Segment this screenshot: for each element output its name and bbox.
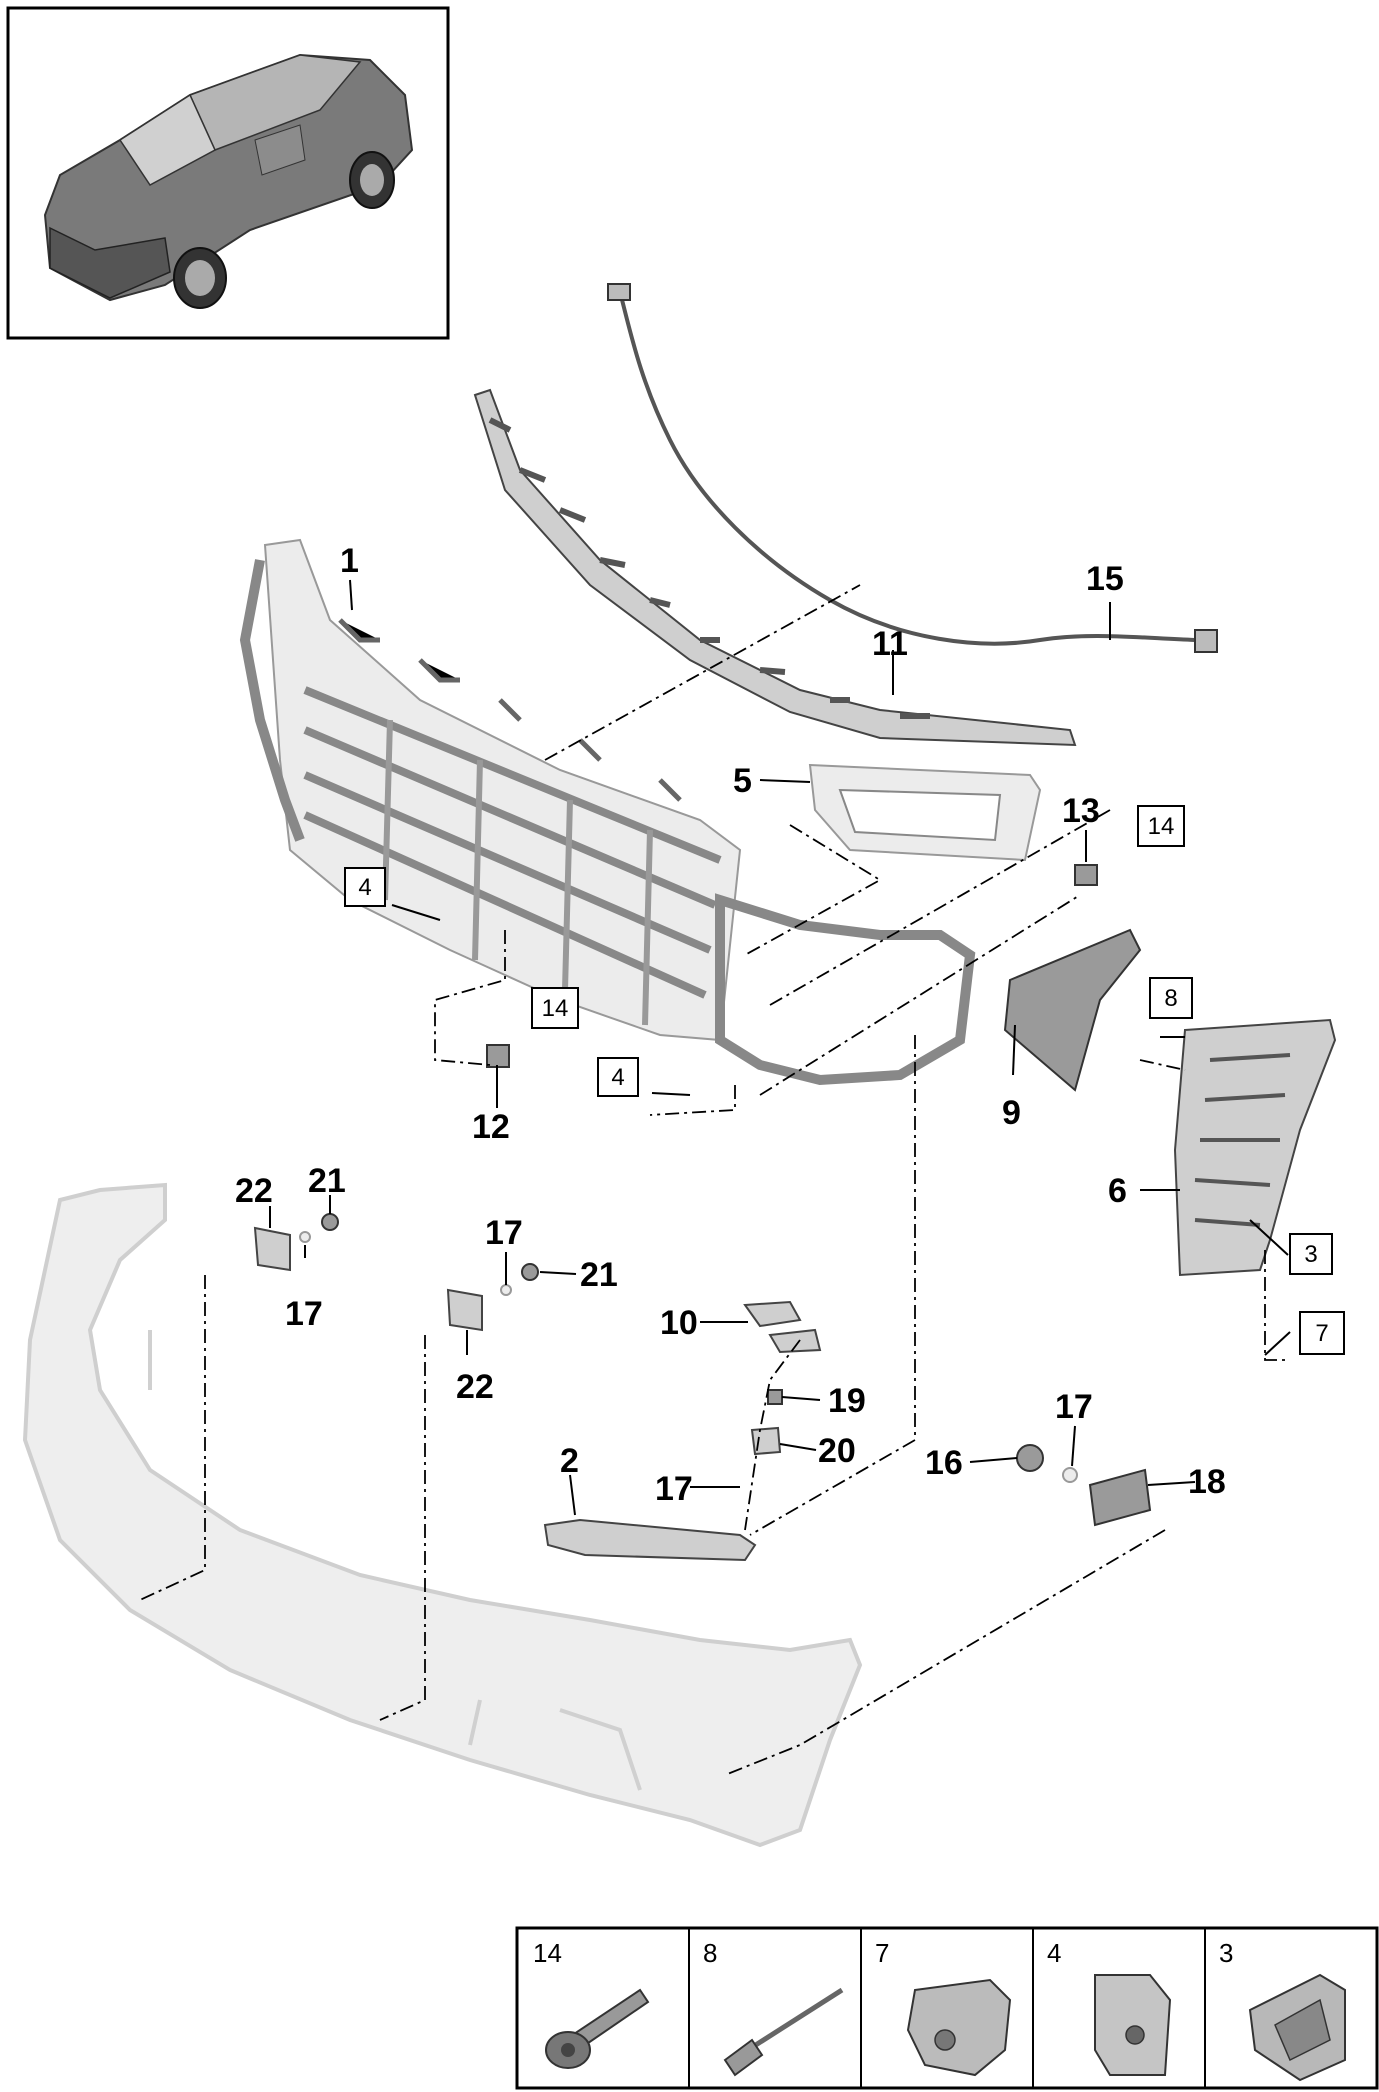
fastener-legend: 14 8 7 4	[515, 1926, 1379, 2090]
callout-21-left: 21	[308, 1162, 346, 1200]
clip-10	[743, 1300, 822, 1354]
callout-20: 20	[818, 1432, 856, 1470]
air-deflector	[1003, 928, 1142, 1092]
callout-9: 9	[1002, 1094, 1021, 1132]
screw-21-right	[521, 1263, 539, 1281]
legend-cell-7: 7	[875, 1938, 1012, 2077]
svg-text:8: 8	[703, 1938, 717, 1968]
ref-box-8: 8	[1149, 977, 1193, 1019]
legend-cell-3: 3	[1219, 1938, 1346, 2082]
front-grille-carrier	[239, 538, 742, 1042]
callout-13: 13	[1062, 792, 1100, 830]
svg-text:14: 14	[533, 1938, 562, 1968]
legend-cell-14: 14	[533, 1938, 650, 2069]
legend-cell-4: 4	[1047, 1938, 1172, 2076]
bolt-icon	[545, 1988, 650, 2069]
ref-box-4-lower: 4	[597, 1057, 639, 1097]
callout-22-left: 22	[235, 1172, 273, 1210]
ref-box-7: 7	[1299, 1311, 1345, 1355]
ref-box-3: 3	[1289, 1233, 1333, 1275]
sensor-16	[1016, 1444, 1044, 1472]
bracket-22-right	[446, 1288, 483, 1332]
callout-15: 15	[1086, 560, 1124, 598]
washer-17-right	[500, 1284, 512, 1296]
side-bracket	[1173, 1018, 1337, 1277]
rivet-icon	[723, 1987, 844, 2077]
callout-16: 16	[925, 1444, 963, 1482]
sensor-holder-18	[1088, 1468, 1152, 1527]
svg-text:7: 7	[1315, 1320, 1328, 1347]
sensor-holder-12	[486, 1044, 510, 1068]
sensor-holder-13	[1074, 864, 1098, 886]
callout-1: 1	[340, 542, 359, 580]
callout-2: 2	[560, 1442, 579, 1480]
impact-absorber	[473, 388, 1077, 747]
callout-17-right: 17	[1055, 1388, 1093, 1426]
suv-illustration	[43, 53, 414, 309]
bracket-22-left	[253, 1226, 291, 1272]
svg-text:4: 4	[611, 1064, 624, 1091]
svg-text:14: 14	[1148, 813, 1175, 840]
washer-17-left	[299, 1231, 311, 1243]
bracket-clip-icon	[1248, 1973, 1346, 2082]
nut-19	[767, 1389, 783, 1405]
svg-text:8: 8	[1164, 985, 1177, 1012]
callout-17-left: 17	[285, 1295, 323, 1333]
callout-17-mid: 17	[485, 1214, 523, 1252]
leader-lines	[269, 579, 1291, 1516]
bumper-cover	[22, 1182, 863, 1848]
callout-21-right: 21	[580, 1256, 618, 1294]
svg-text:3: 3	[1219, 1938, 1233, 1968]
assembly-lines	[139, 584, 1290, 1776]
callout-11: 11	[872, 625, 908, 663]
boxed-refs: 4 4 14 14 8 3 7	[344, 805, 1345, 1355]
callout-10: 10	[660, 1304, 698, 1342]
callout-18: 18	[1188, 1463, 1226, 1501]
callout-labels: 1 2 5 6 9 10 11 12 13 15 16 17 17 17 17 …	[235, 542, 1226, 1508]
washer-17	[1062, 1467, 1078, 1483]
sheet-nut-icon	[1094, 1974, 1172, 2076]
ref-box-4-upper: 4	[344, 867, 386, 907]
air-guide-panel	[808, 763, 1042, 862]
lower-air-frame	[715, 893, 976, 1086]
ref-box-14-left: 14	[531, 987, 579, 1029]
svg-text:14: 14	[542, 995, 569, 1022]
callout-17-center: 17	[655, 1470, 693, 1508]
callout-6: 6	[1108, 1172, 1127, 1210]
clip-20	[750, 1426, 782, 1456]
callout-12: 12	[472, 1108, 510, 1146]
wiring-harness	[607, 283, 1218, 653]
clip-nut-icon	[906, 1978, 1012, 2077]
svg-text:7: 7	[875, 1938, 889, 1968]
vehicle-thumbnail	[6, 6, 450, 340]
callout-5: 5	[733, 762, 752, 800]
callout-22-right: 22	[456, 1368, 494, 1406]
svg-text:3: 3	[1304, 1241, 1317, 1268]
screw-21-left	[321, 1213, 339, 1231]
svg-text:4: 4	[1047, 1938, 1061, 1968]
legend-cell-8: 8	[703, 1938, 844, 2077]
callout-19: 19	[828, 1382, 866, 1420]
ref-box-14-right: 14	[1137, 805, 1185, 847]
svg-text:4: 4	[358, 874, 371, 901]
trim-strip-2	[543, 1518, 757, 1562]
